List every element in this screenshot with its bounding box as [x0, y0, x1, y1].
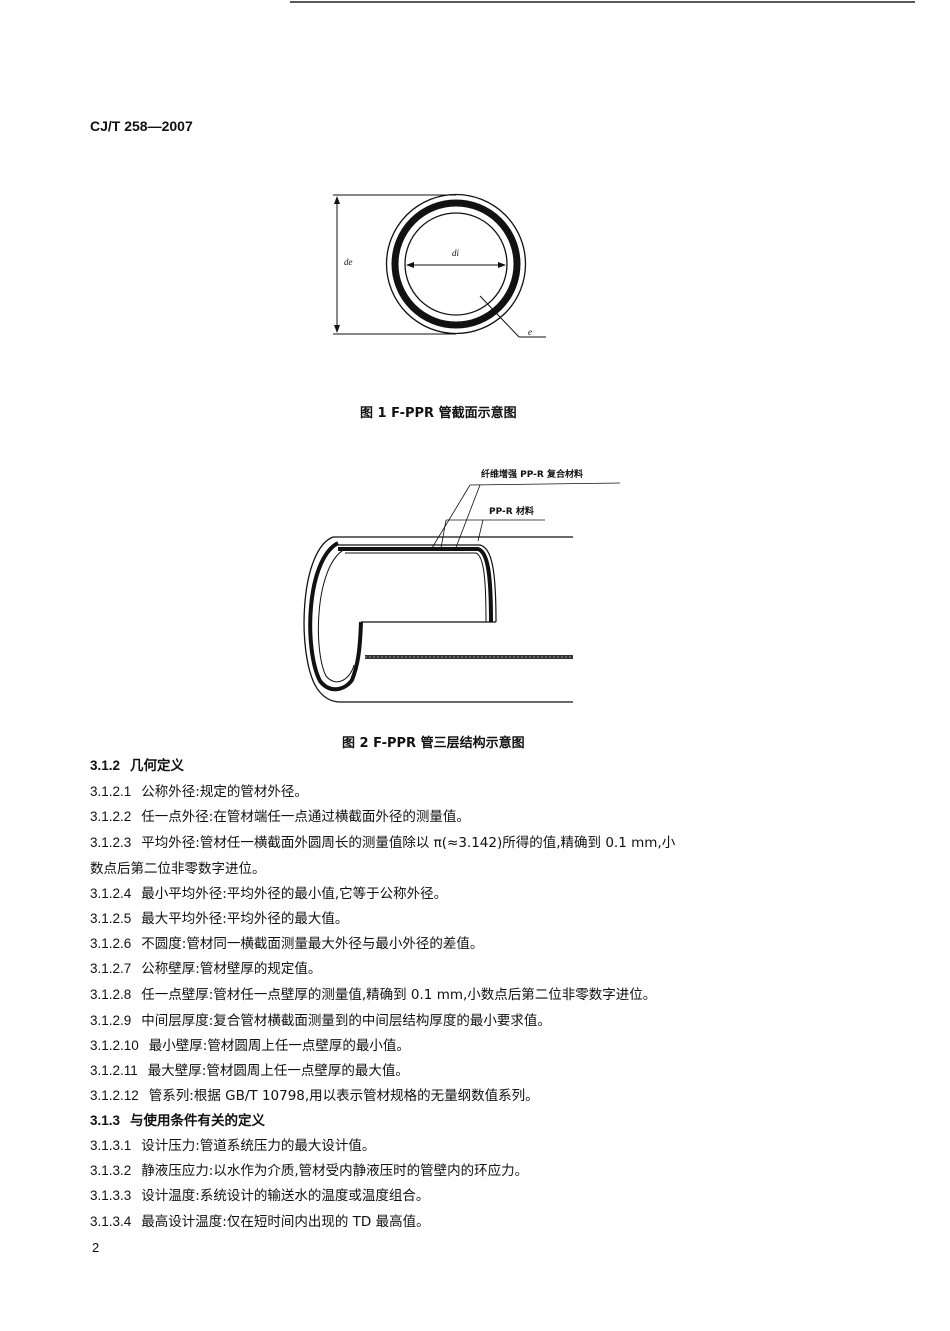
clause-text: 公称外径:规定的管材外径。 [141, 784, 308, 800]
clause-text: 几何定义 [130, 758, 185, 774]
clause-number: 3.1.3.2 [90, 1163, 132, 1178]
clause-number: 3.1.2.4 [90, 886, 132, 901]
clause-text: 最小壁厚:管材圆周上任一点壁厚的最小值。 [148, 1038, 410, 1054]
clause-text: 任一点外径:在管材端任一点通过横截面外径的测量值。 [141, 809, 470, 825]
clause-number: 3.1.2.8 [90, 987, 132, 1002]
clause-number: 3.1.3.3 [90, 1188, 132, 1203]
clause-number: 3.1.3 [90, 1113, 121, 1128]
clause-text: 最大平均外径:平均外径的最大值。 [141, 911, 349, 927]
definition-line: 3.1.2.4 最小平均外径:平均外径的最小值,它等于公称外径。 [90, 882, 447, 902]
definition-line: 3.1.2 几何定义 [90, 754, 184, 774]
definition-line: 3.1.2.3 平均外径:管材任一横截面外圆周长的测量值除以 π(≈3.142)所… [90, 831, 675, 851]
definition-line: 3.1.2.10 最小壁厚:管材圆周上任一点壁厚的最小值。 [90, 1034, 410, 1054]
definition-line: 3.1.2.7 公称壁厚:管材壁厚的规定值。 [90, 957, 321, 977]
figure1-caption: 图 1 F-PPR 管截面示意图 [360, 406, 517, 421]
definition-line: 3.1.3 与使用条件有关的定义 [90, 1109, 265, 1129]
clause-text: 公称壁厚:管材壁厚的规定值。 [141, 961, 322, 977]
clause-number: 3.1.2.1 [90, 784, 132, 799]
clause-text: 与使用条件有关的定义 [130, 1113, 266, 1129]
definition-line: 3.1.2.12 管系列:根据 GB/T 10798,用以表示管材规格的无量纲数值… [90, 1084, 539, 1104]
clause-number: 3.1.2.7 [90, 961, 132, 976]
clause-text: 平均外径:管材任一横截面外圆周长的测量值除以 π(≈3.142)所得的值,精确到… [141, 835, 676, 851]
pipe-three-layer-figure [303, 482, 621, 703]
figure2-caption: 图 2 F-PPR 管三层结构示意图 [342, 736, 525, 751]
label-middle-layer: 纤维增强 PP-R 复合材料 [481, 470, 583, 480]
clause-text: 最大壁厚:管材圆周上任一点壁厚的最大值。 [147, 1063, 409, 1079]
clause-text: 设计压力:管道系统压力的最大设计值。 [141, 1138, 376, 1154]
clause-number: 3.1.3.1 [90, 1138, 132, 1153]
clause-text: 静液压应力:以水作为介质,管材受内静液压时的管壁内的环应力。 [141, 1163, 529, 1179]
clause-text: 中间层厚度:复合管材横截面测量到的中间层结构厚度的最小要求值。 [141, 1013, 551, 1029]
label-outer-diameter: de [344, 257, 353, 267]
clause-number: 3.1.2.12 [90, 1088, 139, 1103]
definition-line: 3.1.2.6 不圆度:管材同一横截面测量最大外径与最小外径的差值。 [90, 932, 483, 952]
clause-text: 数点后第二位非零数字进位。 [90, 861, 266, 877]
standard-number: CJ/T 258—2007 [90, 118, 193, 134]
clause-text: 最高设计温度:仅在短时间内出现的 TD 最高值。 [141, 1214, 430, 1230]
clause-text: 最小平均外径:平均外径的最小值,它等于公称外径。 [141, 886, 448, 902]
definition-line: 3.1.2.2 任一点外径:在管材端任一点通过横截面外径的测量值。 [90, 805, 470, 825]
pipe-cross-section-figure [333, 193, 546, 338]
label-ppr-layer: PP-R 材料 [489, 507, 534, 517]
clause-number: 3.1.2.11 [90, 1063, 138, 1078]
clause-number: 3.1.2.5 [90, 911, 132, 926]
clause-number: 3.1.2.9 [90, 1013, 132, 1028]
clause-number: 3.1.2.6 [90, 936, 132, 951]
clause-number: 3.1.2.10 [90, 1038, 139, 1053]
definition-line: 3.1.2.11 最大壁厚:管材圆周上任一点壁厚的最大值。 [90, 1059, 409, 1079]
clause-number: 3.1.3.4 [90, 1214, 132, 1229]
definition-line: 3.1.3.2 静液压应力:以水作为介质,管材受内静液压时的管壁内的环应力。 [90, 1159, 528, 1179]
clause-text: 设计温度:系统设计的输送水的温度或温度组合。 [141, 1188, 430, 1204]
clause-text: 不圆度:管材同一横截面测量最大外径与最小外径的差值。 [141, 936, 484, 952]
definition-line: 3.1.3.4 最高设计温度:仅在短时间内出现的 TD 最高值。 [90, 1210, 430, 1230]
definition-line: 3.1.2.9 中间层厚度:复合管材横截面测量到的中间层结构厚度的最小要求值。 [90, 1009, 551, 1029]
page-number: 2 [92, 1240, 100, 1255]
clause-text: 管系列:根据 GB/T 10798,用以表示管材规格的无量纲数值系列。 [148, 1088, 539, 1104]
definition-line: 3.1.2.8 任一点壁厚:管材任一点壁厚的测量值,精确到 0.1 mm,小数点后… [90, 983, 656, 1003]
definition-line: 3.1.2.5 最大平均外径:平均外径的最大值。 [90, 907, 348, 927]
label-inner-diameter: di [452, 248, 460, 258]
definition-line: 3.1.2.1 公称外径:规定的管材外径。 [90, 780, 308, 800]
clause-text: 任一点壁厚:管材任一点壁厚的测量值,精确到 0.1 mm,小数点后第二位非零数字… [141, 987, 657, 1003]
label-wall-thickness: e [528, 327, 532, 337]
clause-number: 3.1.2.2 [90, 809, 132, 824]
definition-line: 3.1.3.3 设计温度:系统设计的输送水的温度或温度组合。 [90, 1184, 429, 1204]
clause-number: 3.1.2.3 [90, 835, 132, 850]
definition-line: 数点后第二位非零数字进位。 [90, 857, 266, 877]
definition-line: 3.1.3.1 设计压力:管道系统压力的最大设计值。 [90, 1134, 375, 1154]
clause-number: 3.1.2 [90, 758, 121, 773]
